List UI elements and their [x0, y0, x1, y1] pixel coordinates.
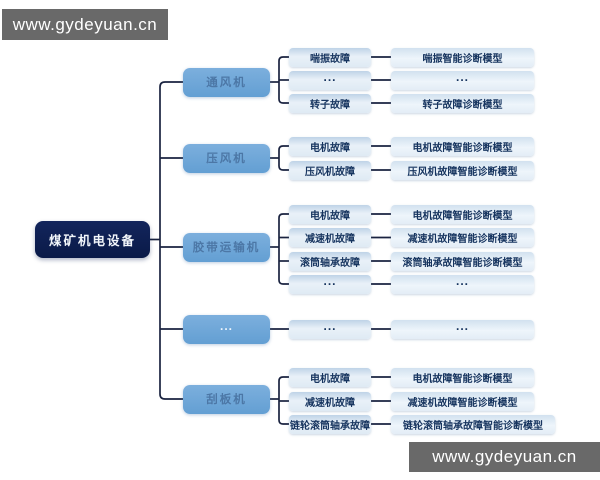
- model-node: 减速机故障智能诊断模型: [391, 391, 534, 411]
- fault-node: ...: [289, 318, 371, 339]
- model-node: 压风机故障智能诊断模型: [391, 160, 534, 180]
- model-node: 减速机故障智能诊断模型: [391, 228, 534, 247]
- fault-node-label: 减速机故障: [305, 397, 355, 409]
- fault-node-label: 转子故障: [310, 99, 350, 111]
- model-node: 电机故障智能诊断模型: [391, 367, 534, 387]
- fault-node: 电机故障: [289, 136, 371, 156]
- fault-node: 电机故障: [289, 204, 371, 224]
- branch-node-4: 刮板机: [183, 384, 270, 414]
- model-node-label: 转子故障诊断模型: [422, 99, 503, 111]
- fault-node-label: 减速机故障: [305, 234, 355, 245]
- model-node-label: 压风机故障智能诊断模型: [407, 166, 518, 178]
- model-node: ...: [391, 318, 534, 339]
- model-node: 电机故障智能诊断模型: [391, 204, 534, 224]
- fault-node: 链轮滚筒轴承故障: [289, 414, 371, 434]
- fault-node-label: 电机故障: [310, 142, 350, 154]
- fault-node: ...: [289, 273, 371, 294]
- fault-node-label: ...: [323, 69, 337, 84]
- model-node-label: 减速机故障智能诊断模型: [407, 234, 518, 245]
- fault-node: 电机故障: [289, 367, 371, 387]
- model-node: 喘振智能诊断模型: [391, 47, 534, 67]
- model-node-label: ...: [455, 273, 469, 288]
- branch-node-3-label: ...: [219, 318, 233, 333]
- fault-node-label: ...: [323, 273, 337, 288]
- fault-node: 喘振故障: [289, 47, 371, 67]
- branch-node-0: 通风机: [183, 67, 270, 97]
- fault-node: 减速机故障: [289, 228, 371, 247]
- fault-node: 减速机故障: [289, 391, 371, 411]
- model-node-label: 减速机故障智能诊断模型: [407, 397, 518, 409]
- fault-node-label: 链轮滚筒轴承故障: [290, 420, 370, 432]
- branch-node-2-label: 胶带运输机: [192, 242, 261, 254]
- branch-node-2: 胶带运输机: [183, 232, 270, 262]
- watermark-bottom: www.gydeyuan.cn: [409, 442, 600, 472]
- watermark-top: www.gydeyuan.cn: [2, 9, 168, 40]
- fault-node-label: 电机故障: [310, 373, 350, 385]
- fault-node-label: ...: [323, 318, 337, 333]
- fault-node-label: 压风机故障: [305, 166, 355, 178]
- model-node: ...: [391, 69, 534, 90]
- model-node: 链轮滚筒轴承故障智能诊断模型: [391, 414, 555, 434]
- model-node: 滚筒轴承故障智能诊断模型: [391, 251, 534, 271]
- branch-node-3: ...: [183, 314, 270, 344]
- fault-node-label: 电机故障: [310, 210, 350, 222]
- fault-node: ...: [289, 69, 371, 90]
- watermark-bottom-text: www.gydeyuan.cn: [432, 447, 577, 466]
- fault-node: 转子故障: [289, 93, 371, 113]
- model-node-label: 滚筒轴承故障智能诊断模型: [402, 257, 523, 269]
- model-node: ...: [391, 273, 534, 294]
- branch-node-0-label: 通风机: [206, 77, 247, 89]
- root-node-label: 煤矿机电设备: [48, 234, 136, 248]
- model-node-label: 电机故障智能诊断模型: [412, 373, 513, 385]
- model-node-label: 电机故障智能诊断模型: [412, 142, 513, 154]
- model-node-label: 链轮滚筒轴承故障智能诊断模型: [403, 420, 543, 432]
- fault-node-label: 喘振故障: [310, 53, 350, 65]
- fault-node: 压风机故障: [289, 160, 371, 180]
- model-node-label: ...: [455, 318, 469, 333]
- model-node-label: 电机故障智能诊断模型: [412, 210, 513, 222]
- root-node: 煤矿机电设备: [35, 221, 150, 258]
- model-node: 电机故障智能诊断模型: [391, 136, 534, 156]
- fault-node-label: 滚筒轴承故障: [300, 257, 360, 269]
- branch-node-1: 压风机: [183, 143, 270, 173]
- model-node-label: ...: [455, 69, 469, 84]
- model-node: 转子故障诊断模型: [391, 93, 534, 113]
- branch-node-4-label: 刮板机: [206, 394, 247, 406]
- watermark-top-text: www.gydeyuan.cn: [12, 14, 158, 34]
- branch-node-1-label: 压风机: [206, 153, 247, 165]
- fault-node: 滚筒轴承故障: [289, 251, 371, 271]
- model-node-label: 喘振智能诊断模型: [422, 53, 503, 65]
